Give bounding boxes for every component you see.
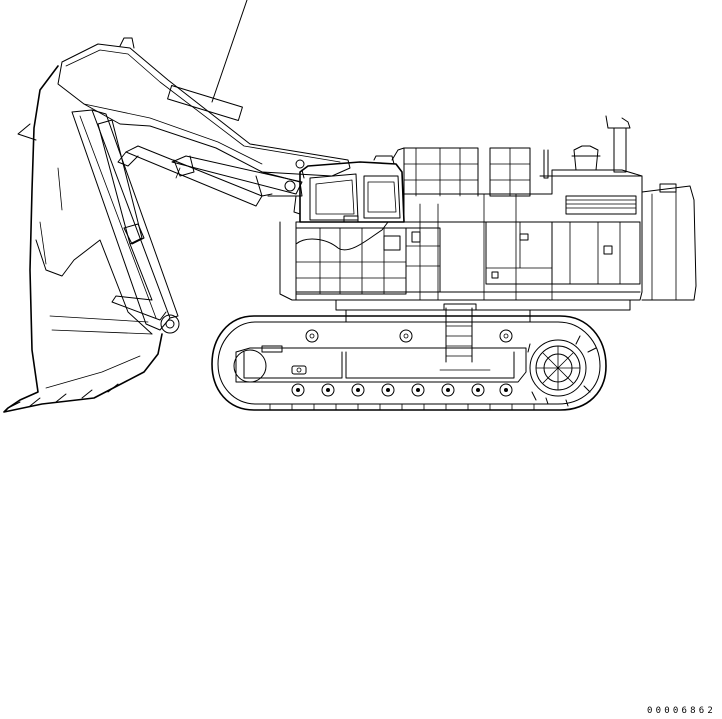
arm-cylinder — [172, 156, 302, 196]
crawler — [212, 310, 606, 410]
track-links — [270, 404, 534, 410]
arm — [72, 110, 179, 333]
upper-structure — [280, 116, 696, 310]
leader-line — [212, 0, 247, 102]
bucket — [4, 66, 162, 412]
boom-cylinder — [118, 146, 262, 206]
label-plate — [168, 85, 243, 120]
access-ladder — [444, 304, 476, 362]
drawing-number: 00006862 — [647, 706, 716, 716]
operator-cab — [294, 156, 404, 222]
bucket-cylinder — [98, 120, 166, 320]
